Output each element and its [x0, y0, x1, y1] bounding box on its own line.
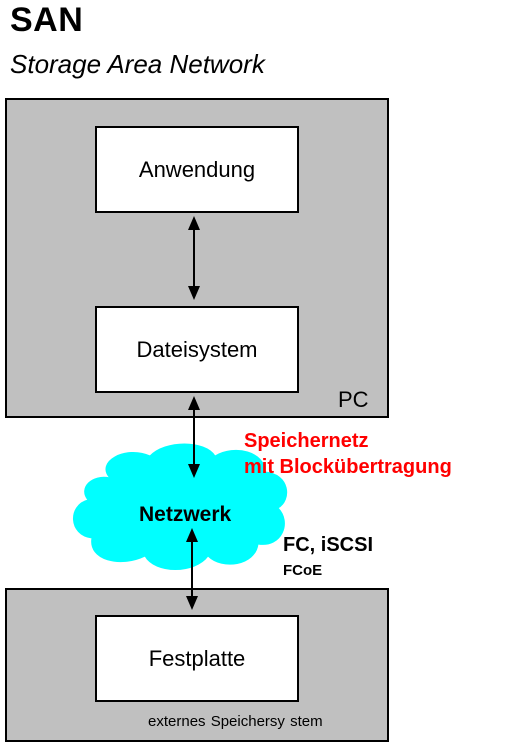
- arrow-pc-network: [188, 396, 200, 478]
- page-subtitle: Storage Area Network: [10, 49, 265, 79]
- filesystem-label: Dateisystem: [136, 336, 258, 362]
- san-annotation-line2: mit Blockübertragung: [244, 456, 452, 478]
- application-label: Anwendung: [138, 156, 256, 182]
- protocols-line2: FCoE: [283, 562, 323, 579]
- protocols-line1: FC, iSCSI: [283, 534, 374, 556]
- pc-label: PC: [338, 387, 369, 412]
- storage-system-label: externes Speichersy stem: [148, 713, 323, 730]
- disk-box: Festplatte: [95, 615, 299, 702]
- disk-label: Festplatte: [148, 645, 246, 671]
- page-title: SAN: [10, 1, 84, 39]
- network-label: Netzwerk: [139, 503, 232, 526]
- arrow-app-fs: [188, 216, 200, 300]
- san-annotation-line1: Speichernetz: [244, 430, 369, 452]
- arrow-network-disk: [186, 528, 198, 610]
- application-box: Anwendung: [95, 126, 299, 213]
- filesystem-box: Dateisystem: [95, 306, 299, 393]
